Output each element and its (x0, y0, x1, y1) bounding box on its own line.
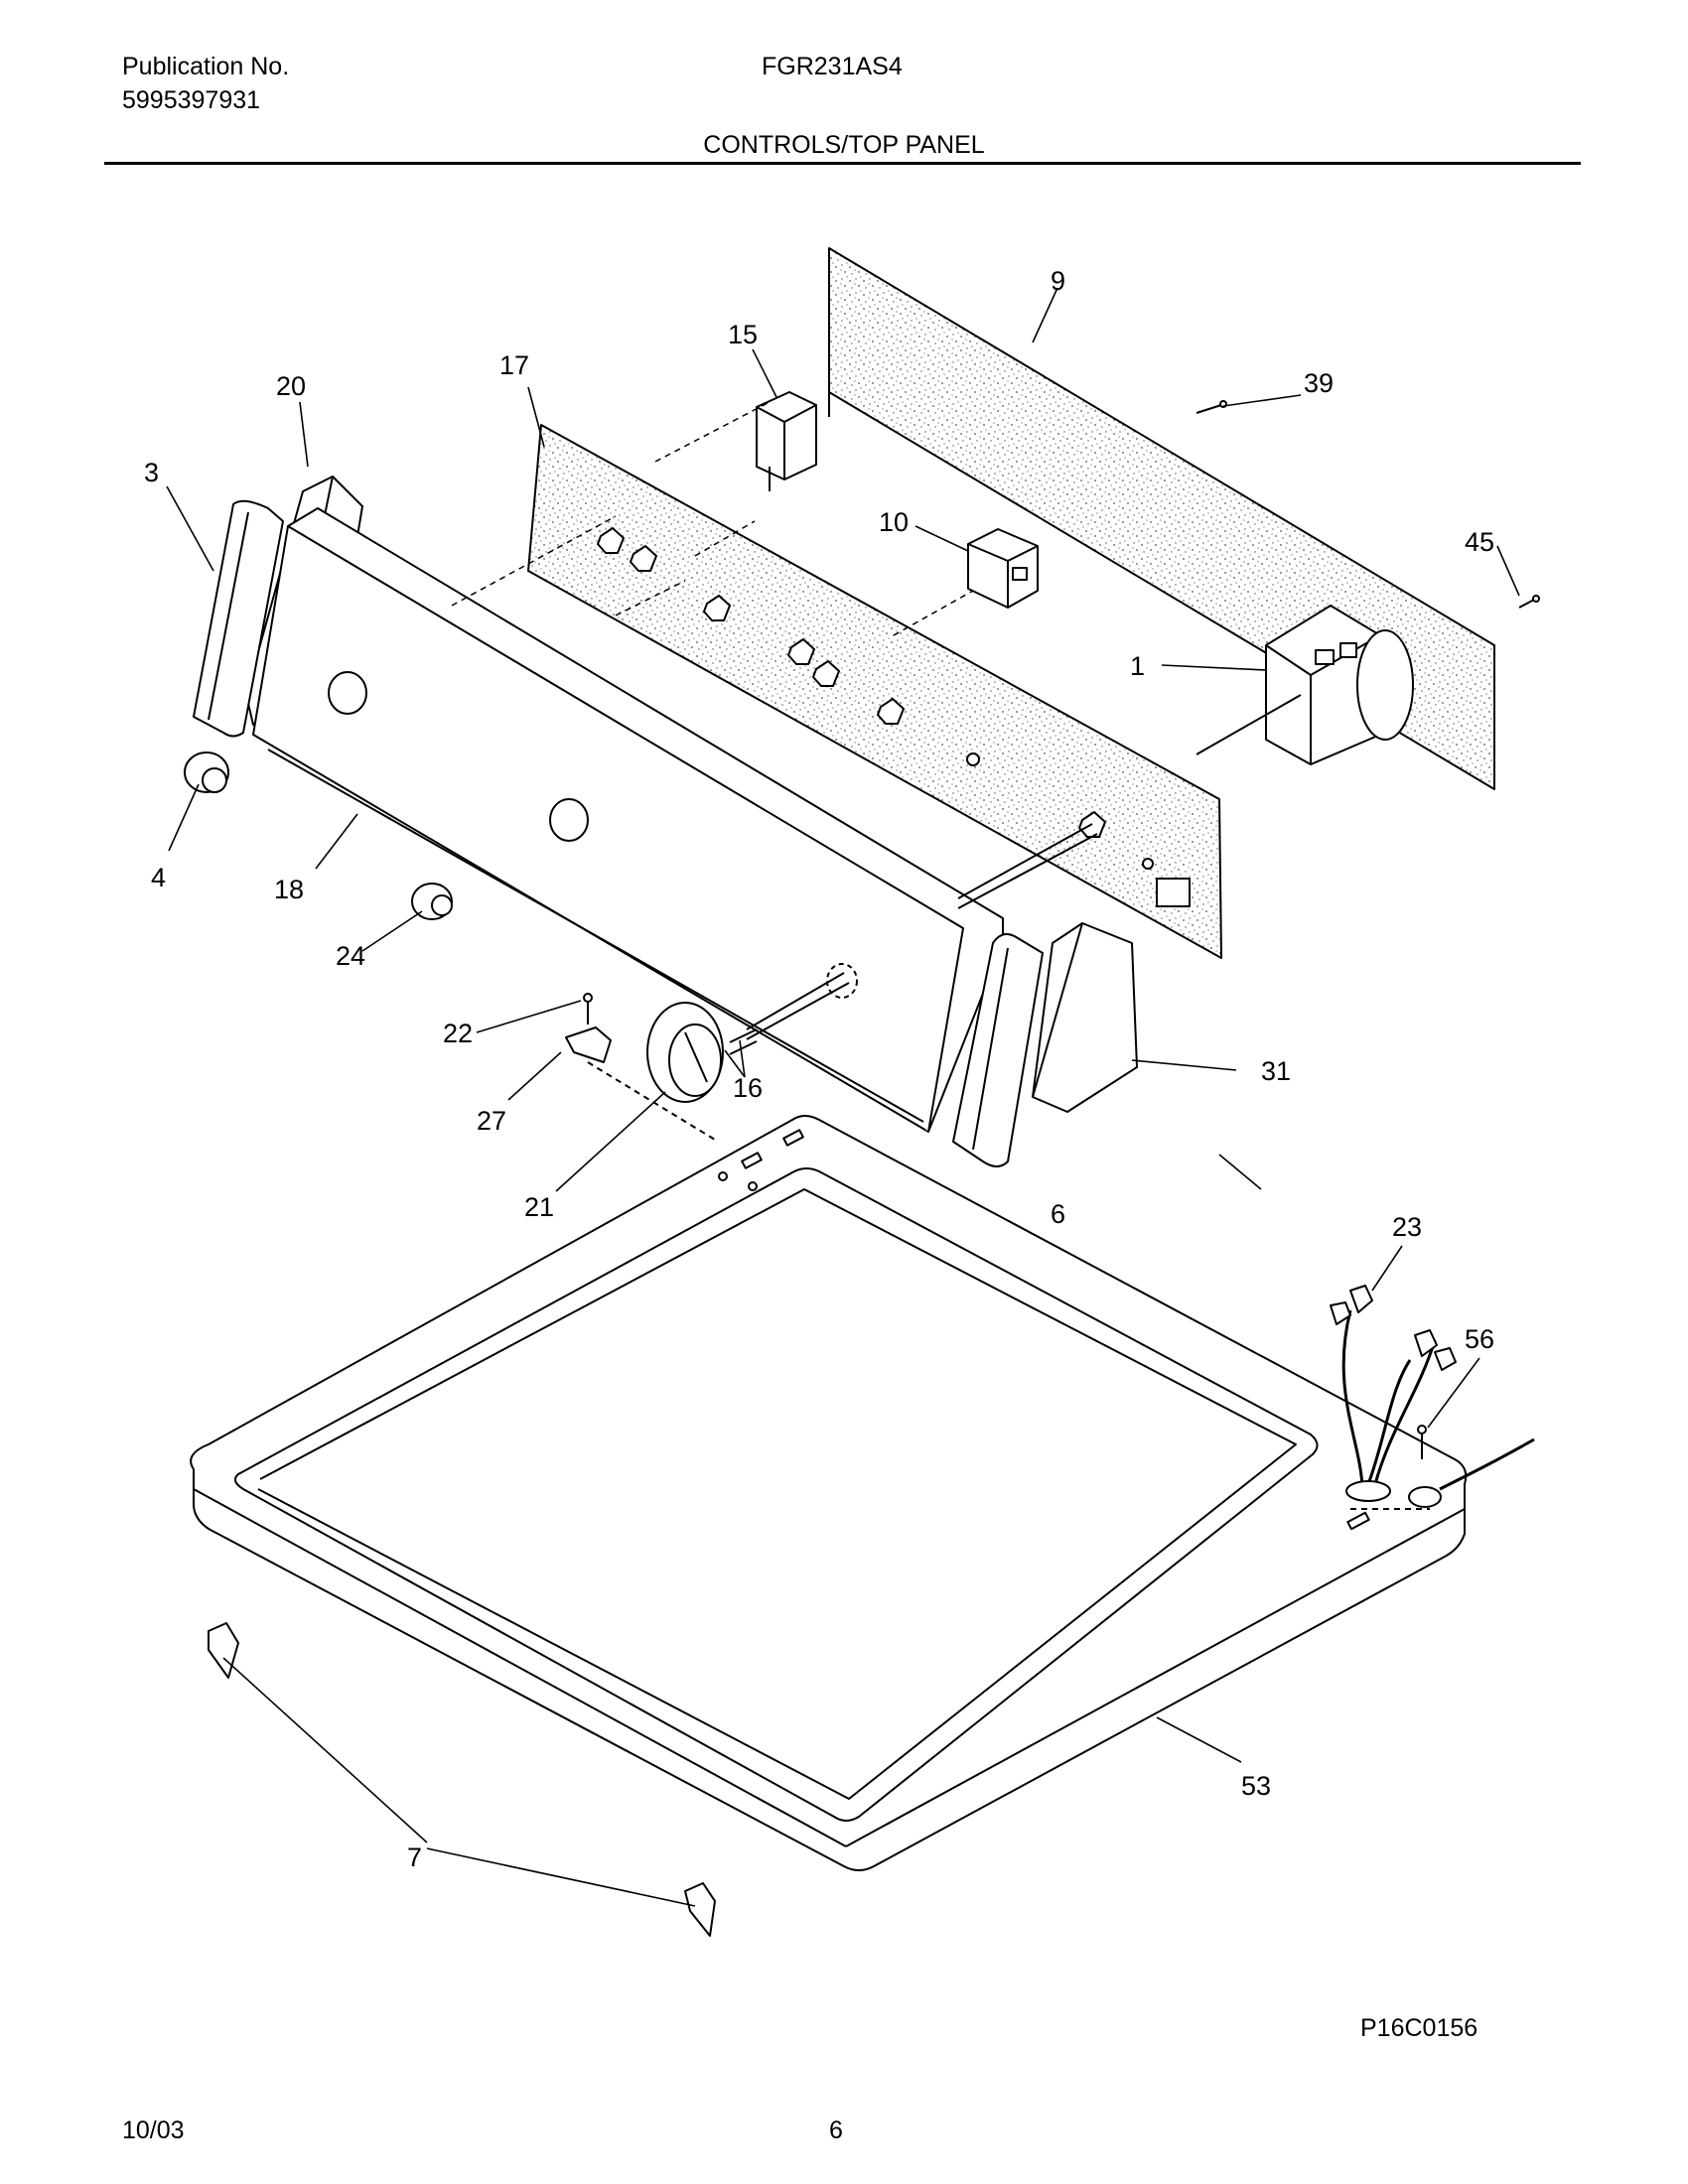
callout-7: 7 (407, 1843, 422, 1872)
right-trim-6 (952, 933, 1044, 1167)
callout-4: 4 (151, 863, 166, 892)
callout-27: 27 (477, 1106, 506, 1136)
module-15 (756, 391, 817, 491)
callout-6: 6 (1051, 1199, 1065, 1229)
callout-16: 16 (733, 1073, 763, 1103)
screw-56 (1417, 1425, 1427, 1459)
screws-16 (729, 1028, 758, 1055)
callout-23: 23 (1392, 1212, 1422, 1242)
switch-10 (967, 528, 1039, 609)
callout-24: 24 (336, 941, 365, 971)
section-title: CONTROLS/TOP PANEL (703, 131, 985, 159)
callout-56: 56 (1465, 1324, 1494, 1354)
power-cord-clamp (1408, 1437, 1535, 1508)
callout-3: 3 (144, 458, 159, 487)
bracket-27 (565, 1026, 612, 1063)
callout-22: 22 (443, 1019, 473, 1048)
leader-lines (166, 287, 1520, 1907)
wire-harness (1330, 1285, 1457, 1502)
top-panel (190, 1115, 1468, 1871)
callout-1: 1 (1130, 651, 1145, 681)
callout-45: 45 (1465, 527, 1494, 557)
knob-shafts (746, 823, 1098, 1040)
header-divider (104, 162, 1581, 165)
right-end-cap-31 (1032, 922, 1138, 1113)
callout-numbers: 9 15 17 20 3 39 10 45 1 4 18 24 22 16 31… (144, 266, 1494, 1872)
model-number: FGR231AS4 (762, 53, 903, 80)
page-number: 6 (829, 2116, 843, 2144)
control-panel-backing (527, 424, 1222, 959)
callout-17: 17 (499, 350, 529, 380)
knob-4 (184, 751, 229, 793)
timer (1196, 605, 1414, 765)
clip-7-lower (684, 1882, 716, 1937)
callout-9: 9 (1051, 266, 1065, 296)
publication-number: 5995397931 (122, 86, 261, 114)
callout-31: 31 (1261, 1056, 1291, 1086)
publication-label: Publication No. (122, 53, 290, 80)
publication-date: 10/03 (122, 2116, 185, 2144)
callout-18: 18 (274, 875, 304, 904)
screw-45 (1518, 595, 1540, 609)
illustration-code: P16C0156 (1360, 2014, 1478, 2042)
callout-20: 20 (276, 371, 306, 401)
control-console (252, 507, 1004, 1133)
screw-22 (583, 993, 593, 1024)
callout-53: 53 (1241, 1771, 1271, 1801)
screw-39 (1196, 400, 1227, 414)
knob-24 (411, 883, 453, 920)
callout-15: 15 (728, 320, 758, 349)
callout-10: 10 (879, 507, 909, 537)
knob-21 (646, 1002, 724, 1103)
left-trim-3 (193, 499, 284, 738)
callout-39: 39 (1304, 368, 1334, 398)
callout-21: 21 (524, 1192, 554, 1222)
clip-7-upper (208, 1622, 239, 1679)
